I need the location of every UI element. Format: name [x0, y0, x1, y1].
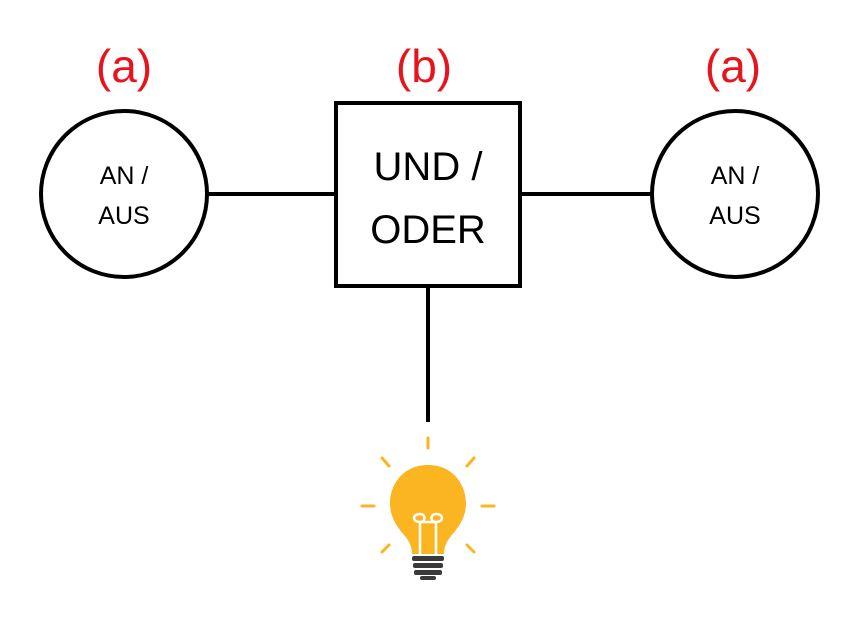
left-switch-label-line2: AUS [98, 202, 149, 230]
left-marker-label: (a) [96, 40, 152, 92]
left-switch-circle [39, 109, 209, 279]
right-switch-label-line1: AN / [711, 162, 760, 190]
right-marker-label: (a) [705, 40, 761, 92]
center-marker-label: (b) [396, 40, 452, 92]
left-switch-node: AN / AUS [39, 109, 209, 279]
gate-box [334, 101, 522, 288]
gate-node: UND / ODER [334, 101, 522, 288]
right-switch-label-line2: AUS [709, 202, 760, 230]
bulb-filament [412, 512, 444, 556]
right-switch-circle [650, 109, 820, 279]
bulb-base [412, 556, 444, 580]
gate-label-line2: ODER [370, 208, 486, 252]
left-switch-label-line1: AN / [100, 162, 149, 190]
right-switch-node: AN / AUS [650, 109, 820, 279]
bulb-glass [390, 465, 466, 554]
gate-label-line1: UND / [374, 145, 484, 189]
light-bulb-icon [360, 436, 496, 580]
light-rays [360, 436, 496, 554]
